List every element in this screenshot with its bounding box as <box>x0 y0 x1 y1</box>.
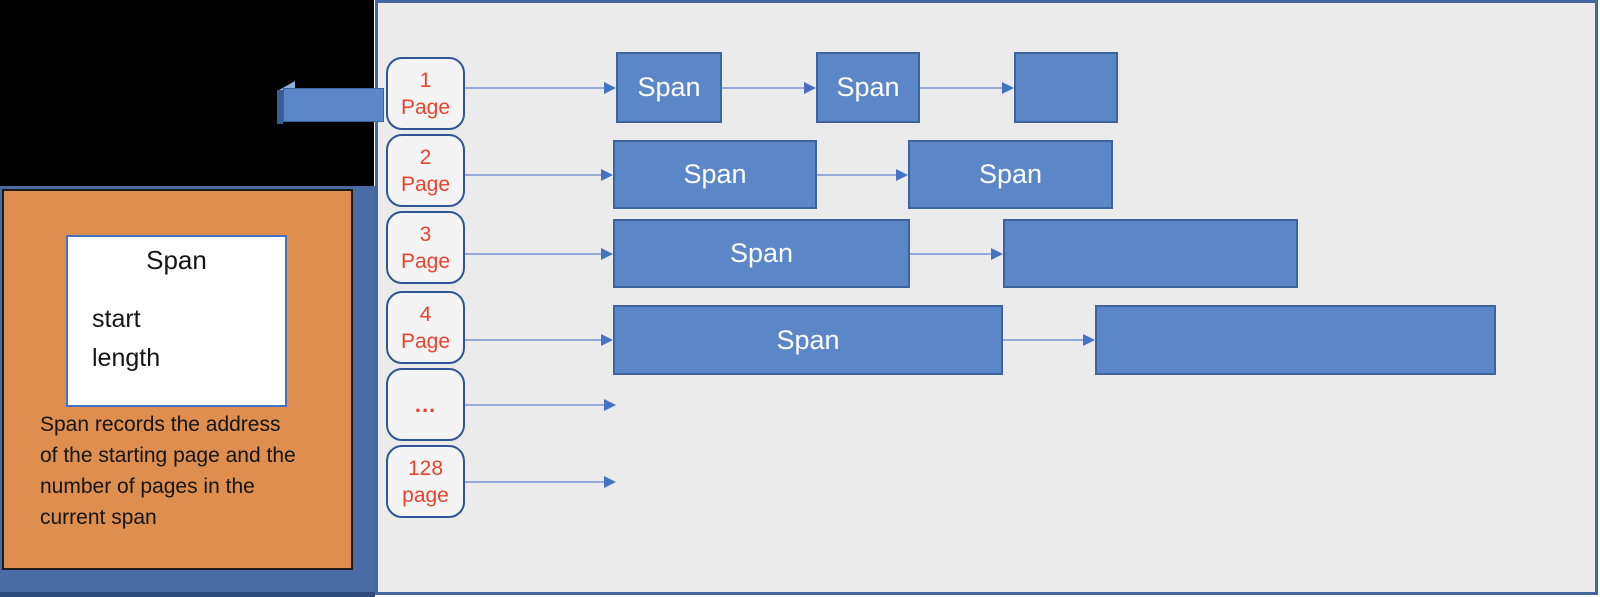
arrow-line <box>920 86 1004 89</box>
span-node-label: Span <box>729 238 794 268</box>
arrow-line <box>910 252 993 255</box>
arrowhead-icon <box>1002 81 1014 94</box>
note-caption-line: current span <box>40 506 157 529</box>
span-node: Span <box>908 140 1113 209</box>
page-bucket: 128 page <box>386 445 465 518</box>
span-node-label: Span <box>683 159 747 189</box>
page-bucket-label: 128 <box>407 456 444 480</box>
page-bucket-label: 4 <box>419 302 432 326</box>
span-node-label: Span <box>776 324 840 355</box>
span-node: Span <box>616 52 722 123</box>
span-node-empty <box>1014 52 1118 123</box>
page-bucket-label: ... <box>414 392 437 417</box>
page-bucket-label: page <box>402 483 449 507</box>
span-field-length: length <box>92 344 161 372</box>
arrow-line <box>817 173 898 176</box>
span-node-label: Span <box>637 72 701 102</box>
page-bucket-label: 3 <box>419 222 432 246</box>
note-caption-line: Span records the address <box>40 413 281 436</box>
heap-panel <box>375 0 1598 595</box>
span-field-start: start <box>92 305 141 333</box>
page-bucket-label: Page <box>400 249 451 273</box>
span-node: Span <box>613 219 910 288</box>
span-node-label: Span <box>836 72 900 102</box>
arrow-line <box>722 86 806 89</box>
span-struct-title: Span <box>146 245 207 275</box>
arrow-line <box>1003 339 1085 341</box>
note-caption-line: number of pages in the <box>40 475 255 498</box>
arrowhead-icon <box>604 398 616 411</box>
note-caption-line: of the starting page and the <box>40 444 296 467</box>
page-bucket-label: Page <box>400 329 451 353</box>
arrowhead-icon <box>601 334 613 346</box>
span-struct-card: Span start length <box>66 235 287 407</box>
arrowhead-icon <box>604 81 616 94</box>
arrow-line <box>465 339 603 341</box>
pointer-bar-bevel <box>279 81 295 90</box>
note-caption: Span records the address of the starting… <box>40 409 296 533</box>
arrowhead-icon <box>604 475 616 488</box>
arrowhead-icon <box>601 247 613 260</box>
arrowhead-icon <box>601 168 613 181</box>
arrow-line <box>465 173 603 176</box>
arrow-line <box>465 403 606 406</box>
arrow-line <box>465 480 606 483</box>
page-bucket-label: 2 <box>419 145 432 169</box>
arrowhead-icon <box>896 168 908 181</box>
page-bucket-label: Page <box>400 172 451 196</box>
page-bucket-label: Page <box>400 95 451 119</box>
page-bucket-label: 1 <box>419 68 432 92</box>
arrowhead-icon <box>804 81 816 94</box>
page-bucket: ... <box>386 368 465 441</box>
span-node: Span <box>613 305 1003 375</box>
pointer-bar-side <box>277 90 283 124</box>
note-panel: Span start length Span records the addre… <box>2 189 353 570</box>
span-node: Span <box>613 140 817 209</box>
span-node: Span <box>816 52 920 123</box>
span-node-empty <box>1003 219 1298 288</box>
span-node-empty <box>1095 305 1496 375</box>
arrowhead-icon <box>1083 334 1095 346</box>
arrow-line <box>465 86 606 89</box>
span-node-label: Span <box>978 159 1043 189</box>
pointer-bar <box>283 88 384 122</box>
arrow-line <box>465 252 603 255</box>
arrowhead-icon <box>991 247 1003 260</box>
